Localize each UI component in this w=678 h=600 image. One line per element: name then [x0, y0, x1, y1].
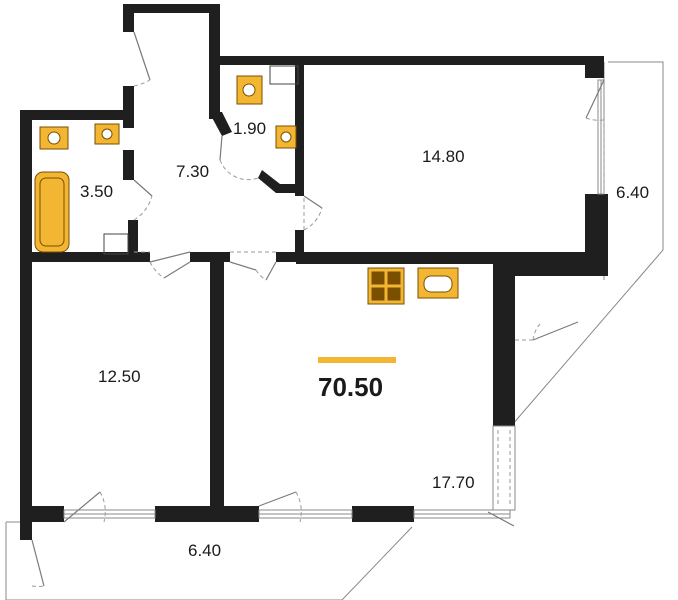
washing-machine-icon — [103, 233, 129, 255]
wc-area-label: 1.90 — [233, 119, 266, 138]
room-left-area-label: 12.50 — [98, 367, 141, 386]
balcony-bottom-area-label: 6.40 — [188, 541, 221, 560]
sink-icon — [94, 123, 120, 145]
total-area-accent-bar — [318, 357, 396, 363]
doors — [31, 31, 605, 587]
toilet-icon — [236, 75, 263, 105]
walls — [20, 4, 608, 540]
balcony-right-area-label: 6.40 — [616, 183, 649, 202]
toilet-icon — [39, 126, 69, 150]
bathroom-area-label: 3.50 — [80, 182, 113, 201]
kitchen-sink-icon — [417, 267, 459, 299]
sink-icon — [275, 125, 297, 149]
total-area-label: 70.50 — [318, 372, 383, 402]
bathroom-fixtures — [34, 123, 129, 255]
kitchen-fixtures — [367, 267, 459, 305]
bathtub-icon — [34, 171, 70, 253]
hall-area-label: 7.30 — [176, 162, 209, 181]
wc-fixtures — [236, 65, 299, 149]
windows — [63, 79, 605, 519]
shaft-box — [269, 65, 299, 85]
partitions — [134, 120, 605, 341]
bedroom-area-label: 14.80 — [422, 147, 465, 166]
stove-icon — [367, 267, 405, 305]
kitchen-living-area-label: 17.70 — [432, 473, 475, 492]
